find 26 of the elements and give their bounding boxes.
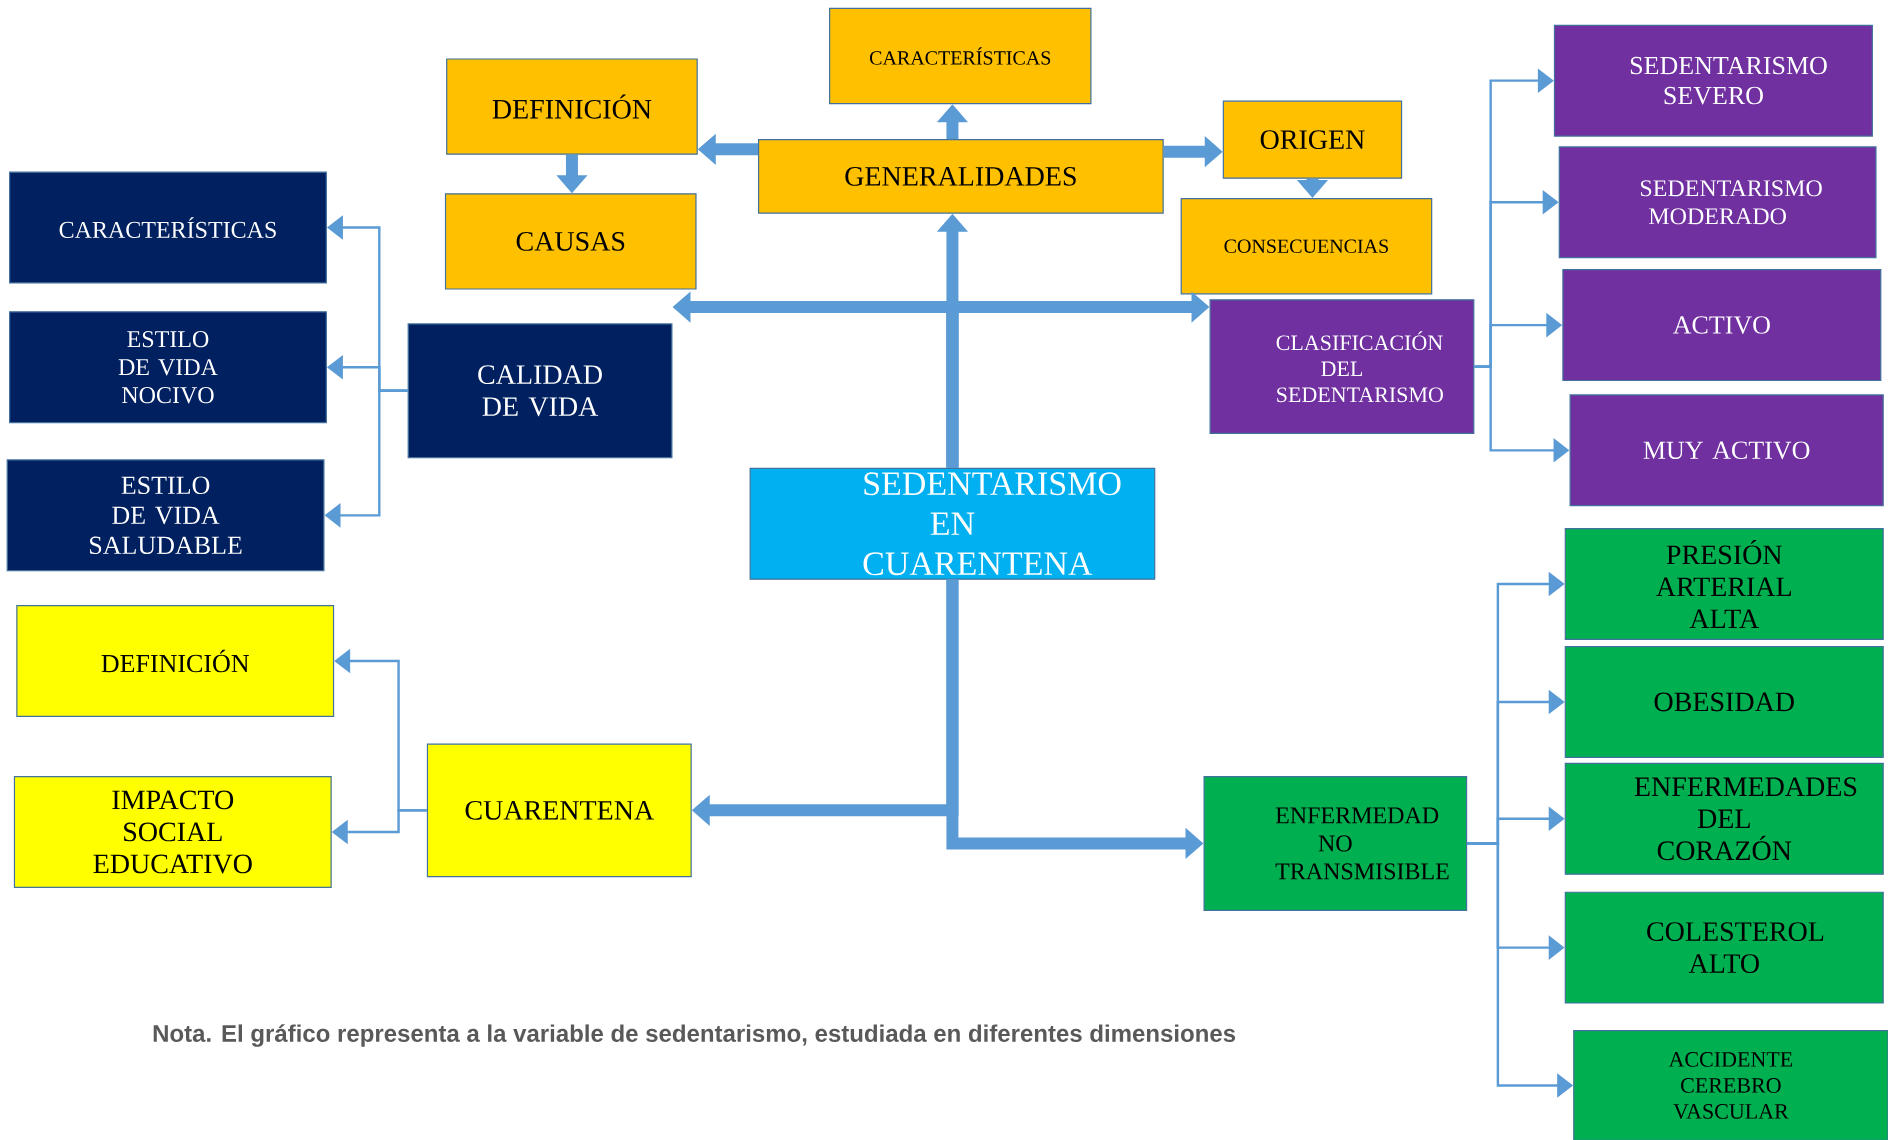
concept-box: IMPACTO SOCIAL EDUCATIVO	[13, 775, 332, 888]
concept-box: CUARENTENA	[426, 743, 692, 878]
concept-box: PRESIÓN ARTERIAL ALTA	[1564, 527, 1884, 640]
concept-box: CONSECUENCIAS	[1180, 197, 1433, 295]
concept-box: SEDENTARISMO SEVERO	[1553, 24, 1873, 137]
concept-box: ORIGEN	[1222, 100, 1403, 179]
concept-box: COLESTEROL ALTO	[1564, 891, 1884, 1004]
concept-box: MUY ACTIVO	[1569, 394, 1884, 507]
concept-box: ACTIVO	[1562, 269, 1882, 381]
concept-box: ENFERMEDADES DEL CORAZÓN	[1564, 762, 1884, 875]
concept-box: DEFINICIÓN	[446, 58, 698, 155]
concept-box: ESTILO DE VIDA NOCIVO	[9, 311, 327, 424]
concept-box: CALIDAD DE VIDA	[407, 323, 673, 459]
caption: Nota. El gráfico representa a la variable de sedentarismo, estudiada en diferentes dimensiones	[153, 1024, 1236, 1047]
concept-box: OBESIDAD	[1564, 645, 1884, 758]
concept-box: CLASIFICACIÓN DEL SEDENTARISMO	[1209, 299, 1475, 434]
concept-box: CARACTERÍSTICAS	[829, 7, 1092, 105]
concept-box: GENERALIDADES	[758, 138, 1164, 214]
concept-box: ACCIDENTE CEREBRO VASCULAR	[1573, 1029, 1888, 1140]
concept-box: ENFERMEDAD NO TRANSMISIBLE	[1203, 775, 1468, 911]
concept-box: DEFINICIÓN	[16, 604, 335, 717]
concept-box: CARACTERÍSTICAS	[9, 171, 327, 284]
concept-box: SEDENTARISMO EN CUARENTENA	[749, 467, 1156, 580]
concept-box: SEDENTARISMO MODERADO	[1558, 146, 1877, 259]
concept-box: CAUSAS	[444, 193, 697, 290]
concept-box: ESTILO DE VIDA SALUDABLE	[6, 459, 325, 572]
